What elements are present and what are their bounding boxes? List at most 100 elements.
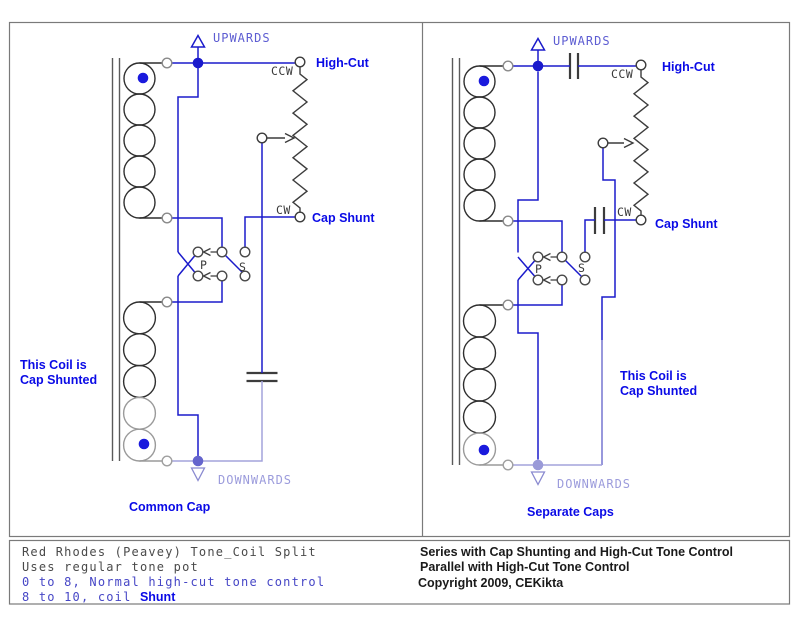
- shunt-capacitor: [593, 207, 606, 234]
- series-capacitor: [568, 53, 580, 79]
- pot-wiper-arrow: [266, 132, 296, 144]
- common-capacitor: [246, 371, 278, 383]
- footer: Red Rhodes (Peavey) Tone_Coil Split Uses…: [22, 545, 733, 604]
- coil-loop: [122, 333, 157, 367]
- terminal: [161, 57, 173, 69]
- cap-shunt-label: Cap Shunt: [655, 217, 718, 231]
- terminal: [161, 212, 173, 224]
- core-lines-right: [451, 58, 461, 465]
- cw-terminal: [294, 211, 306, 223]
- contact: [216, 270, 228, 282]
- coil-loop: [463, 96, 496, 129]
- upwards-arrow: [530, 36, 546, 61]
- wire-uppercoil-to-switch: [512, 220, 563, 253]
- footer-range-prefix: 8 to 10, coil: [22, 590, 140, 604]
- coil-note-line2: Cap Shunted: [20, 373, 97, 387]
- wire-main-vertical: [177, 68, 199, 456]
- terminal: [502, 459, 514, 471]
- tone-pot-resistor: [632, 69, 650, 216]
- main-border: [8, 21, 791, 538]
- coil-loop: [123, 124, 156, 157]
- switch-contacts-left: [192, 246, 251, 282]
- cw-label: CW: [276, 203, 291, 217]
- coil-loop: [463, 189, 496, 222]
- coil-note-line1: This Coil is: [620, 369, 687, 383]
- frame: [8, 21, 791, 605]
- junction-dot-bottom: [192, 455, 204, 467]
- contact: [579, 274, 591, 286]
- coil-loop: [462, 368, 497, 402]
- wire-lowercoil-to-switch: [171, 280, 223, 303]
- coil-terminals-left: [161, 57, 173, 467]
- high-cut-label: High-Cut: [316, 56, 370, 70]
- ccw-label: CCW: [271, 64, 293, 78]
- coil-note-line2: Cap Shunted: [620, 384, 697, 398]
- upwards-arrow: [190, 33, 206, 58]
- pot-terminals-left: [256, 56, 306, 223]
- footer-shunt-word: Shunt: [140, 590, 176, 604]
- terminal: [161, 455, 173, 467]
- tone-pot-resistor: [291, 66, 309, 213]
- contact: [216, 246, 228, 258]
- downwards-arrow: [190, 467, 206, 482]
- upwards-label: UPWARDS: [213, 31, 271, 45]
- upper-coil-right: [463, 65, 496, 222]
- contact: [239, 246, 251, 258]
- footer-copyright-line: Copyright 2009, CEKikta: [418, 576, 564, 590]
- coil-loop: [123, 186, 156, 219]
- cap-shunt-label: Cap Shunt: [312, 211, 375, 225]
- blue-wires-right: [512, 36, 637, 460]
- lower-coil-left: [122, 301, 157, 462]
- switch-s-label: S: [578, 261, 585, 275]
- terminal: [502, 299, 514, 311]
- coil-loop: [462, 304, 497, 338]
- junction-dot-top: [192, 57, 204, 69]
- pot-wiper-arrow: [607, 137, 635, 149]
- contact: [532, 251, 544, 263]
- coil-loop: [123, 155, 156, 188]
- footer-title-line: Red Rhodes (Peavey) Tone_Coil Split: [22, 545, 317, 559]
- panel-caption: Separate Caps: [527, 505, 614, 519]
- downwards-label: DOWNWARDS: [557, 477, 631, 491]
- upper-coil-left: [123, 62, 156, 219]
- footer-border: [8, 539, 791, 605]
- phase-dot: [478, 75, 490, 87]
- coil-loop: [123, 93, 156, 126]
- upwards-label: UPWARDS: [553, 34, 611, 48]
- ccw-label: CCW: [611, 67, 633, 81]
- contact: [192, 246, 204, 258]
- pot-terminals-right: [597, 59, 647, 226]
- wire-crossover-x: [517, 256, 536, 281]
- contact: [192, 270, 204, 282]
- downwards-arrow: [530, 471, 546, 486]
- wire-lowercoil-to-switch: [512, 284, 563, 306]
- switch-lever: [563, 258, 584, 279]
- switch-p-label: P: [535, 262, 542, 276]
- footer-parallel-line: Parallel with High-Cut Tone Control: [420, 560, 630, 574]
- footer-series-line: Series with Cap Shunting and High-Cut To…: [420, 545, 733, 559]
- ccw-terminal: [294, 56, 306, 68]
- junction-dot-top: [532, 60, 544, 72]
- coil-leads-right: [479, 65, 503, 306]
- lower-coil-right: [462, 304, 497, 466]
- footer-range-line-1: 0 to 8, Normal high-cut tone control: [22, 575, 325, 589]
- wire-crossover-x: [177, 251, 196, 277]
- coil-note-line1: This Coil is: [20, 358, 87, 372]
- wire-main-vertical: [517, 71, 539, 460]
- switch-lever: [223, 253, 244, 274]
- panel-caption: Common Cap: [129, 500, 211, 514]
- footer-note-line: Uses regular tone pot: [22, 560, 199, 574]
- contact: [532, 274, 544, 286]
- high-cut-label: High-Cut: [662, 60, 716, 74]
- terminal: [502, 215, 514, 227]
- ccw-terminal: [635, 59, 647, 71]
- switch-s-label: S: [239, 260, 246, 274]
- switch-contacts-right: [532, 251, 591, 286]
- terminal: [161, 296, 173, 308]
- footer-range-line-2: 8 to 10, coil Shunt: [22, 590, 176, 604]
- cw-terminal: [635, 214, 647, 226]
- phase-dot: [478, 444, 490, 456]
- wiper-terminal: [256, 132, 268, 144]
- coil-terminals-right: [502, 60, 514, 471]
